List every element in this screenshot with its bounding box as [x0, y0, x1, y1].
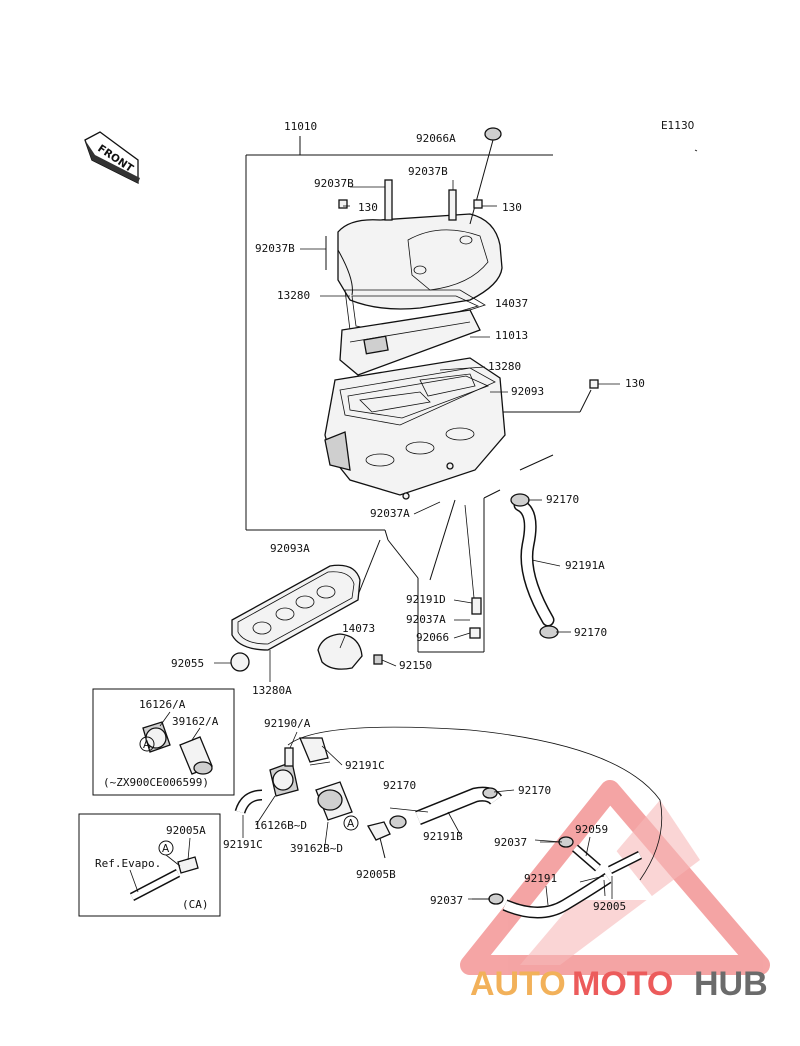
evapo-connector: A: [129, 840, 199, 901]
label-ca: (CA): [182, 898, 209, 911]
label-92066: 92066: [416, 631, 449, 644]
part-labels: 11010 92066A 92037B 92037B 130 130 92037…: [95, 120, 645, 913]
label-92190A: 92190/A: [264, 717, 311, 730]
watermark-hub: HUB: [694, 965, 768, 1003]
label-92093A: 92093A: [270, 542, 310, 555]
label-92005A: 92005A: [166, 824, 206, 837]
label-13280-2: 13280: [488, 360, 521, 373]
assembly-bracket-11010: [245, 136, 592, 653]
pair-valve-16126A: [142, 721, 213, 775]
label-92037A-1: 92037A: [370, 507, 410, 520]
label-ref-evapo: Ref.Evapo.: [95, 857, 161, 870]
duct-92093A: [230, 564, 361, 672]
label-130-1: 130: [358, 201, 378, 214]
front-arrow-icon: FRONT: [84, 131, 140, 185]
label-92055: 92055: [171, 657, 204, 670]
watermark-text: AUTO MOTO HUB: [470, 965, 768, 1003]
lower-assembly: [234, 726, 663, 919]
label-92191A: 92191A: [565, 559, 605, 572]
watermark-auto: AUTO: [470, 965, 566, 1003]
inset-box-ca-model: [78, 813, 221, 917]
label-92005: 92005: [593, 900, 626, 913]
label-92037-1: 92037: [494, 836, 527, 849]
label-92170-1: 92170: [546, 493, 579, 506]
marker-a-text: A: [347, 818, 355, 830]
inset2-marker-a: A: [162, 843, 170, 855]
label-130-2: 130: [502, 201, 522, 214]
marker-a-upper: A: [139, 736, 155, 752]
air-cleaner-lower-housing: [324, 357, 506, 500]
inset-box-early-model: [92, 688, 235, 796]
label-13280A: 13280A: [252, 684, 292, 697]
clamp-14073: [317, 633, 383, 670]
label-92191: 92191: [524, 872, 557, 885]
label-92037-2: 92037: [430, 894, 463, 907]
label-13280-1: 13280: [277, 289, 310, 302]
label-serial-note: (~ZX900CE006599): [103, 776, 209, 789]
label-92170-4: 92170: [518, 784, 551, 797]
small-parts-upper: [325, 127, 599, 389]
hose-92191A: [464, 493, 559, 639]
label-92191C-1: 92191C: [345, 759, 385, 772]
label-92005B: 92005B: [356, 868, 396, 881]
label-39162A: 39162/A: [172, 715, 219, 728]
label-92059: 92059: [575, 823, 608, 836]
label-92191B: 92191B: [423, 830, 463, 843]
marker-a-text-2: A: [143, 739, 151, 751]
label-92093: 92093: [511, 385, 544, 398]
label-14037: 14037: [495, 297, 528, 310]
air-cleaner-upper-housing: [337, 213, 503, 310]
diagram-code: E1130: [661, 120, 694, 132]
label-11013: 11013: [495, 329, 528, 342]
label-92037A-2: 92037A: [406, 613, 446, 626]
label-92037B-1: 92037B: [314, 177, 354, 190]
label-14073: 14073: [342, 622, 375, 635]
label-39162B-D: 39162B~D: [290, 842, 343, 855]
watermark-logo: [460, 780, 770, 975]
label-130-3: 130: [625, 377, 645, 390]
leader-lines: [129, 180, 620, 906]
label-16126A: 16126/A: [139, 698, 186, 711]
label-92170-3: 92170: [383, 779, 416, 792]
label-92191D: 92191D: [406, 593, 446, 606]
watermark-moto: MOTO: [572, 965, 673, 1003]
label-92191C-2: 92191C: [223, 838, 263, 851]
label-92150: 92150: [399, 659, 432, 672]
label-92066A: 92066A: [416, 132, 456, 145]
label-16126B-D: 16126B~D: [254, 819, 307, 832]
label-92037B-2: 92037B: [408, 165, 448, 178]
marker-a-lower: A: [343, 815, 359, 831]
label-92170-2: 92170: [574, 626, 607, 639]
air-filter-element-11013: [339, 309, 481, 376]
label-92037B-3: 92037B: [255, 242, 295, 255]
label-11010: 11010: [284, 120, 317, 133]
